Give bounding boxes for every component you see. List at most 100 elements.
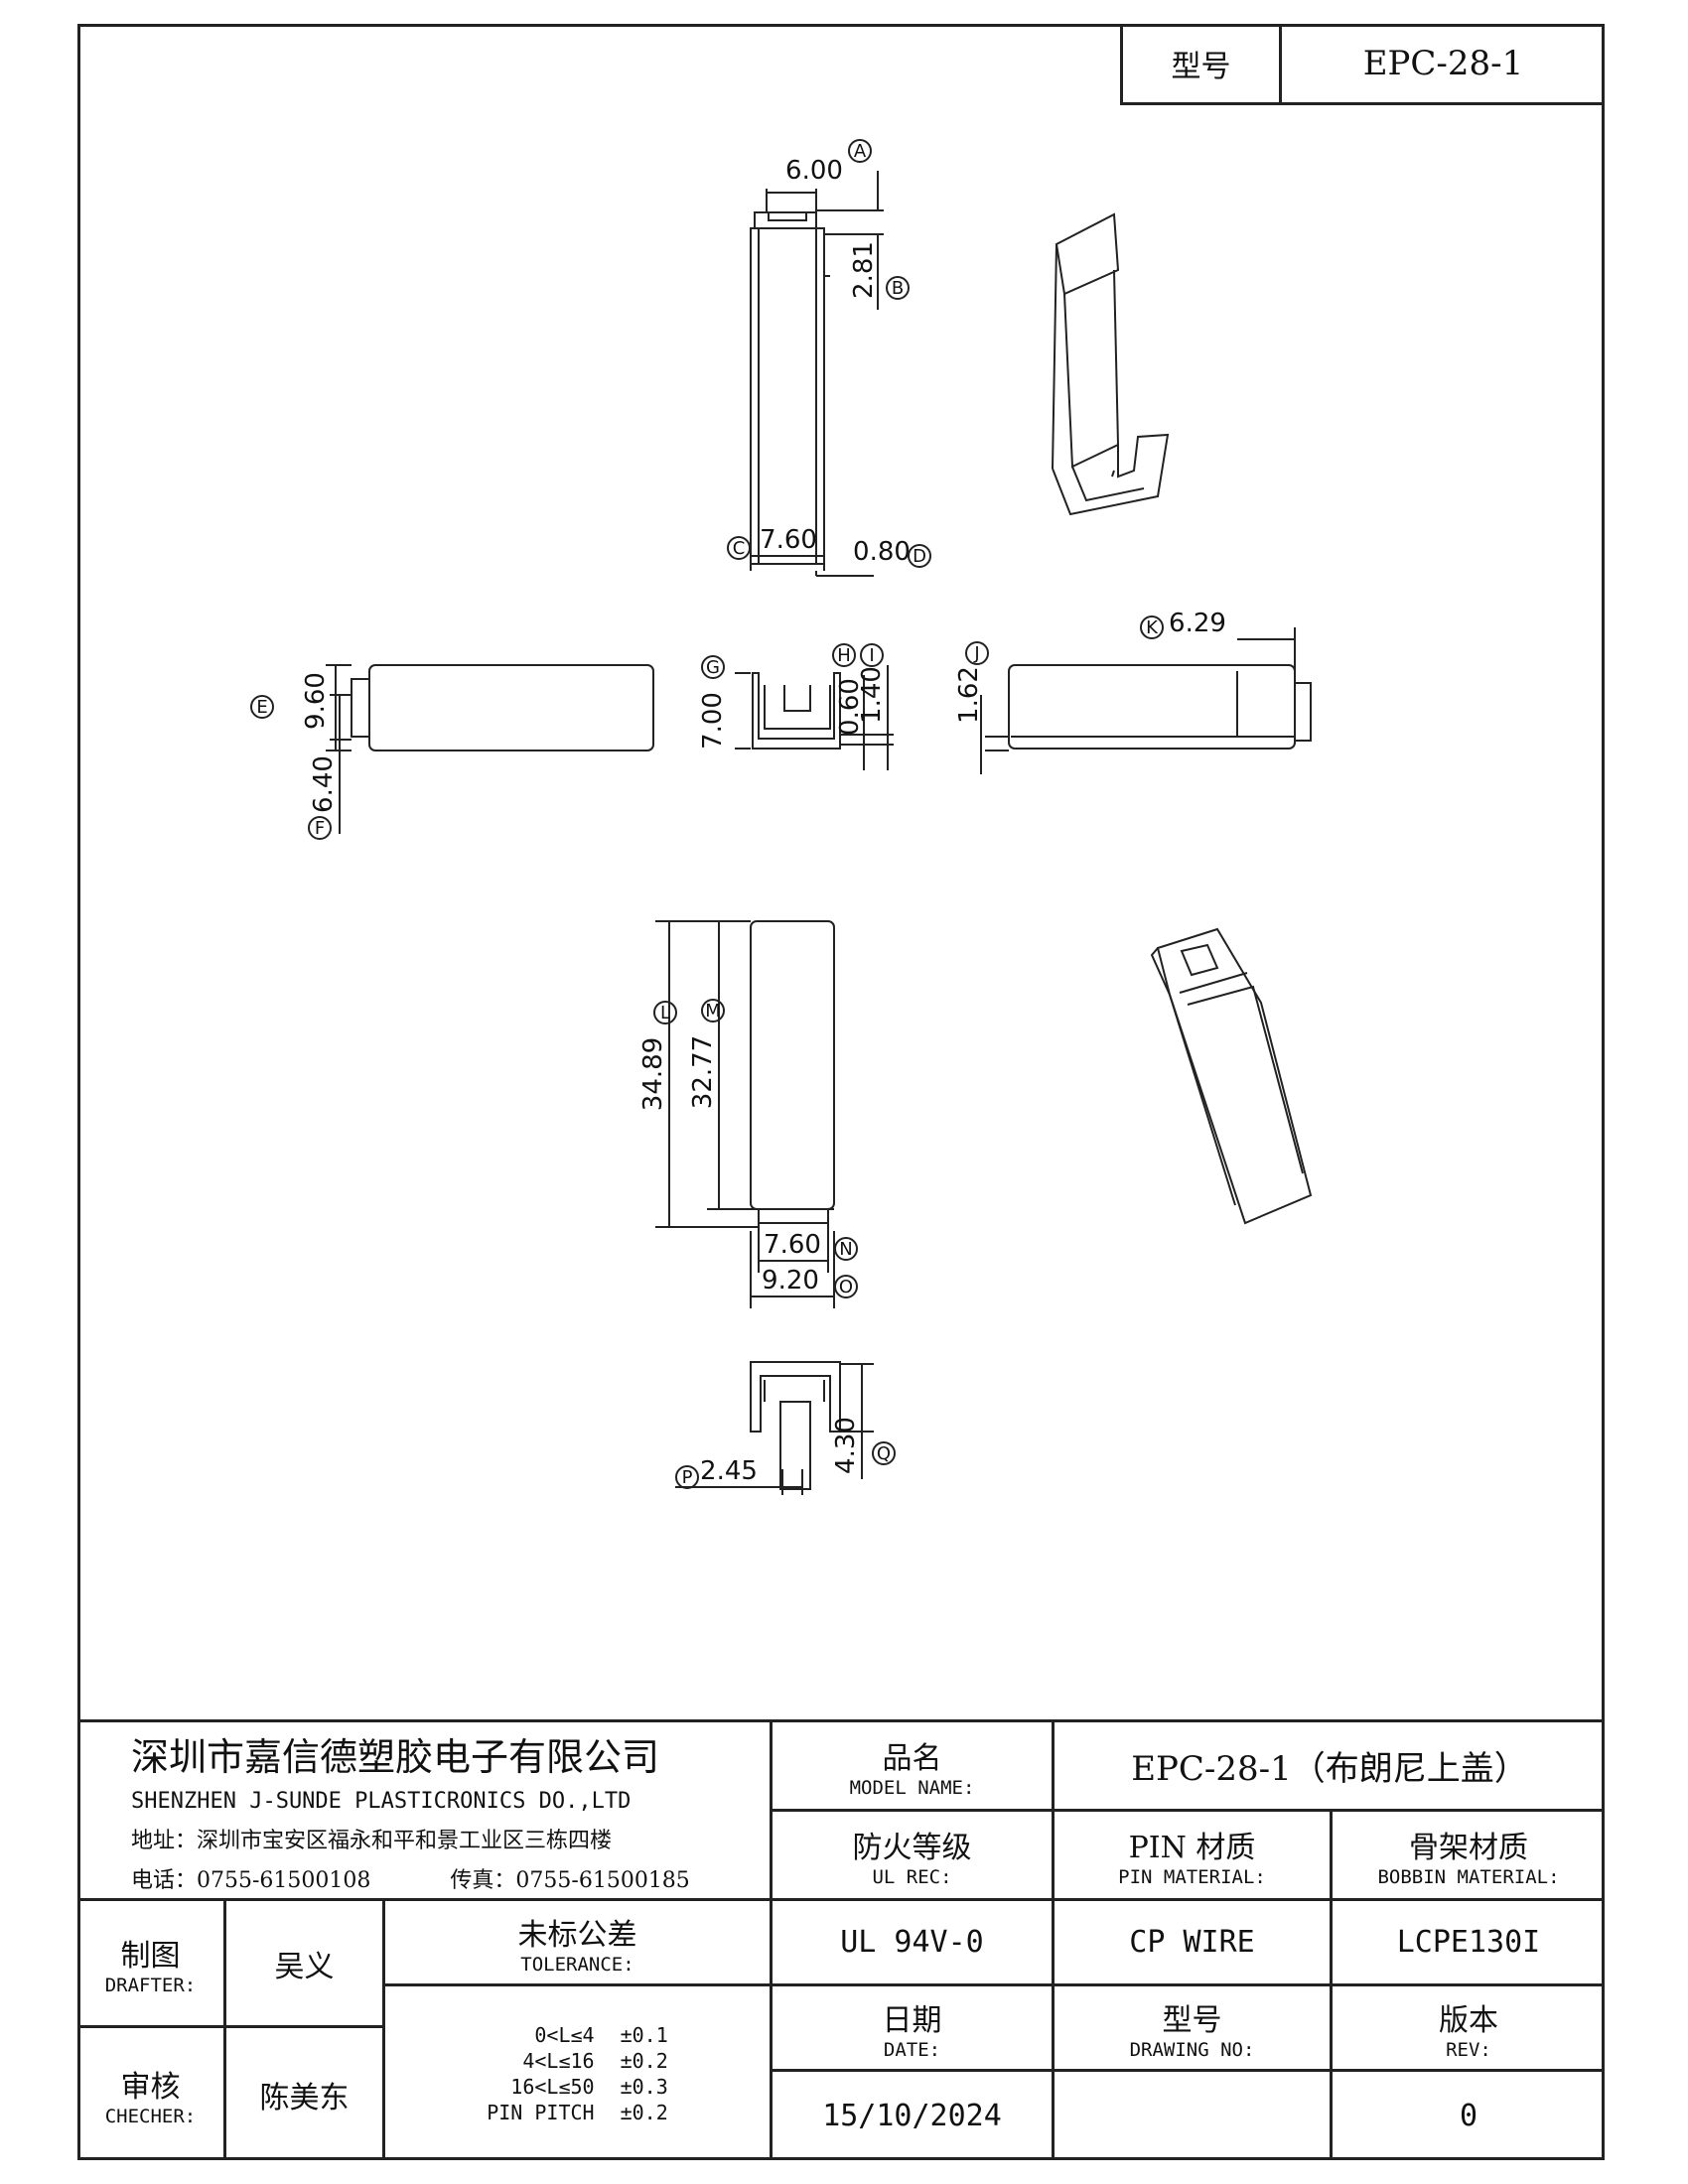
dimension-tag-q: Q	[877, 1443, 891, 1464]
ul-label-en: UL REC:	[872, 1865, 952, 1888]
header-model-label: 型号	[1123, 24, 1282, 102]
dimension-tag-l: L	[660, 1003, 670, 1024]
dimension-value-c: 7.60	[760, 525, 817, 555]
company-info: 深圳市嘉信德塑胶电子有限公司 SHENZHEN J-SUNDE PLASTICR…	[77, 1722, 773, 1901]
dimension-value-f: 6.40	[309, 755, 339, 813]
dimension-tag-circle-m	[701, 999, 725, 1023]
dimension-tag-circle-j	[965, 641, 989, 665]
side-view-left	[326, 664, 654, 834]
drafter-label-cn: 制图	[120, 1938, 181, 1974]
dimension-tag-circle-o	[834, 1275, 858, 1298]
rev-label-en: REV:	[1446, 2038, 1491, 2061]
date-label-en: DATE:	[883, 2038, 941, 2061]
dimension-tag-circle-i	[860, 643, 884, 667]
dimension-tag-f: F	[315, 818, 325, 839]
top-view	[655, 920, 835, 1308]
dimension-tag-n: N	[839, 1239, 852, 1260]
dimension-tag-circle-k	[1140, 615, 1164, 639]
tolerance-value: ±0.2	[620, 2100, 668, 2124]
drawing-no-label: 型号 DRAWING NO:	[1055, 1986, 1333, 2072]
tolerance-label-cn: 未标公差	[517, 1917, 637, 1953]
dimension-value-k: 6.29	[1169, 609, 1226, 638]
pin-label-en: PIN MATERIAL:	[1118, 1865, 1266, 1888]
title-block: 深圳市嘉信德塑胶电子有限公司 SHENZHEN J-SUNDE PLASTICR…	[77, 1719, 1605, 2160]
model-name-value: EPC-28-1（布朗尼上盖）	[1055, 1722, 1605, 1812]
checker-label-en: CHECHER:	[104, 2105, 197, 2127]
tolerance-value: ±0.3	[620, 2074, 668, 2099]
date-label: 日期 DATE:	[773, 1986, 1055, 2072]
bobbin-label-en: BOBBIN MATERIAL:	[1377, 1865, 1560, 1888]
ul-label-cn: 防火等级	[852, 1830, 972, 1865]
dimension-tag-h: H	[837, 645, 851, 666]
tolerance-range: PIN PITCH	[487, 2100, 595, 2124]
drafter-value: 吴义	[226, 1901, 385, 2028]
drafter-label-en: DRAFTER:	[104, 1974, 197, 1996]
dimension-tag-circle-n	[834, 1237, 858, 1261]
pin-label-cn: PIN 材质	[1128, 1830, 1256, 1865]
dimension-tag-p: P	[682, 1467, 693, 1488]
dimension-tag-circle-p	[675, 1465, 699, 1489]
isometric-view-1	[1052, 212, 1170, 516]
dimension-tag-c: C	[733, 538, 746, 559]
dimension-tag-i: I	[869, 645, 874, 666]
bobbin-label-cn: 骨架材质	[1409, 1830, 1528, 1865]
dimension-value-b: 2.81	[849, 241, 879, 299]
dimension-tag-o: O	[839, 1277, 853, 1297]
tolerance-label-en: TOLERANCE:	[520, 1953, 634, 1976]
dimension-value-a: 6.00	[785, 156, 843, 186]
side-view-right	[980, 627, 1312, 774]
tolerance-value: ±0.1	[620, 2022, 668, 2047]
dimension-tag-e: E	[256, 697, 267, 718]
drawing-no-label-cn: 型号	[1162, 2002, 1222, 2038]
header-model-box: 型号 EPC-28-1	[1120, 24, 1605, 105]
dimension-tag-b: B	[892, 278, 904, 299]
model-name-label-en: MODEL NAME:	[849, 1776, 975, 1799]
dimension-value-m: 32.77	[688, 1035, 718, 1109]
ul-value: UL 94V-0	[773, 1901, 1055, 1986]
company-phone: 电话：0755-61500108	[131, 1867, 371, 1893]
dimension-value-p: 2.45	[700, 1456, 758, 1486]
tolerance-range: 0<L≤4	[534, 2022, 595, 2047]
company-fax: 传真：0755-61500185	[450, 1867, 690, 1893]
front-view	[750, 171, 884, 577]
dimension-value-h: 0.60	[835, 678, 865, 736]
dimension-value-l: 34.89	[638, 1037, 668, 1111]
dimension-tag-k: K	[1146, 617, 1159, 638]
dimension-tag-circle-a	[848, 139, 872, 163]
dimension-tag-circle-h	[832, 643, 856, 667]
pin-label: PIN 材质 PIN MATERIAL:	[1055, 1812, 1333, 1901]
tolerance-value: ±0.2	[620, 2048, 668, 2073]
dimension-tag-circle-g	[701, 655, 725, 679]
dimension-tag-circle-b	[886, 276, 910, 300]
dimension-value-g: 7.00	[698, 692, 728, 750]
dimension-tag-circle-q	[872, 1441, 896, 1465]
tolerance-range: 16<L≤50	[510, 2074, 595, 2099]
small-end-view	[675, 1361, 874, 1495]
dimension-tag-d: D	[913, 546, 926, 567]
dimension-tag-a: A	[854, 141, 867, 162]
rev-label: 版本 REV:	[1333, 1986, 1605, 2072]
dimension-value-i: 1.40	[857, 666, 887, 724]
header-model-value: EPC-28-1	[1362, 43, 1524, 83]
dimension-value-q: 4.30	[831, 1417, 861, 1474]
model-name-label: 品名 MODEL NAME:	[773, 1722, 1055, 1812]
company-name-en: SHENZHEN J-SUNDE PLASTICRONICS DO.,LTD	[131, 1789, 632, 1815]
bobbin-label: 骨架材质 BOBBIN MATERIAL:	[1333, 1812, 1605, 1901]
dimension-tag-j: J	[973, 643, 979, 664]
rev-value: 0	[1459, 2099, 1478, 2133]
dimension-value-o: 9.20	[762, 1266, 819, 1296]
dimension-tag-circle-d	[908, 544, 931, 568]
drawing-no-value	[1055, 2072, 1333, 2160]
drawing-frame	[77, 24, 1605, 2160]
tolerance-label: 未标公差 TOLERANCE:	[385, 1901, 773, 1986]
company-address: 地址：深圳市宝安区福永和平和景工业区三栋四楼	[131, 1828, 613, 1853]
ul-label: 防火等级 UL REC:	[773, 1812, 1055, 1901]
dimension-value-d: 0.80	[853, 537, 911, 567]
dimension-tag-circle-f	[308, 816, 332, 840]
dimension-tag-circle-c	[727, 536, 751, 560]
isometric-view-2	[1150, 927, 1313, 1225]
date-value: 15/10/2024	[773, 2072, 1055, 2160]
pin-value: CP WIRE	[1055, 1901, 1333, 1986]
